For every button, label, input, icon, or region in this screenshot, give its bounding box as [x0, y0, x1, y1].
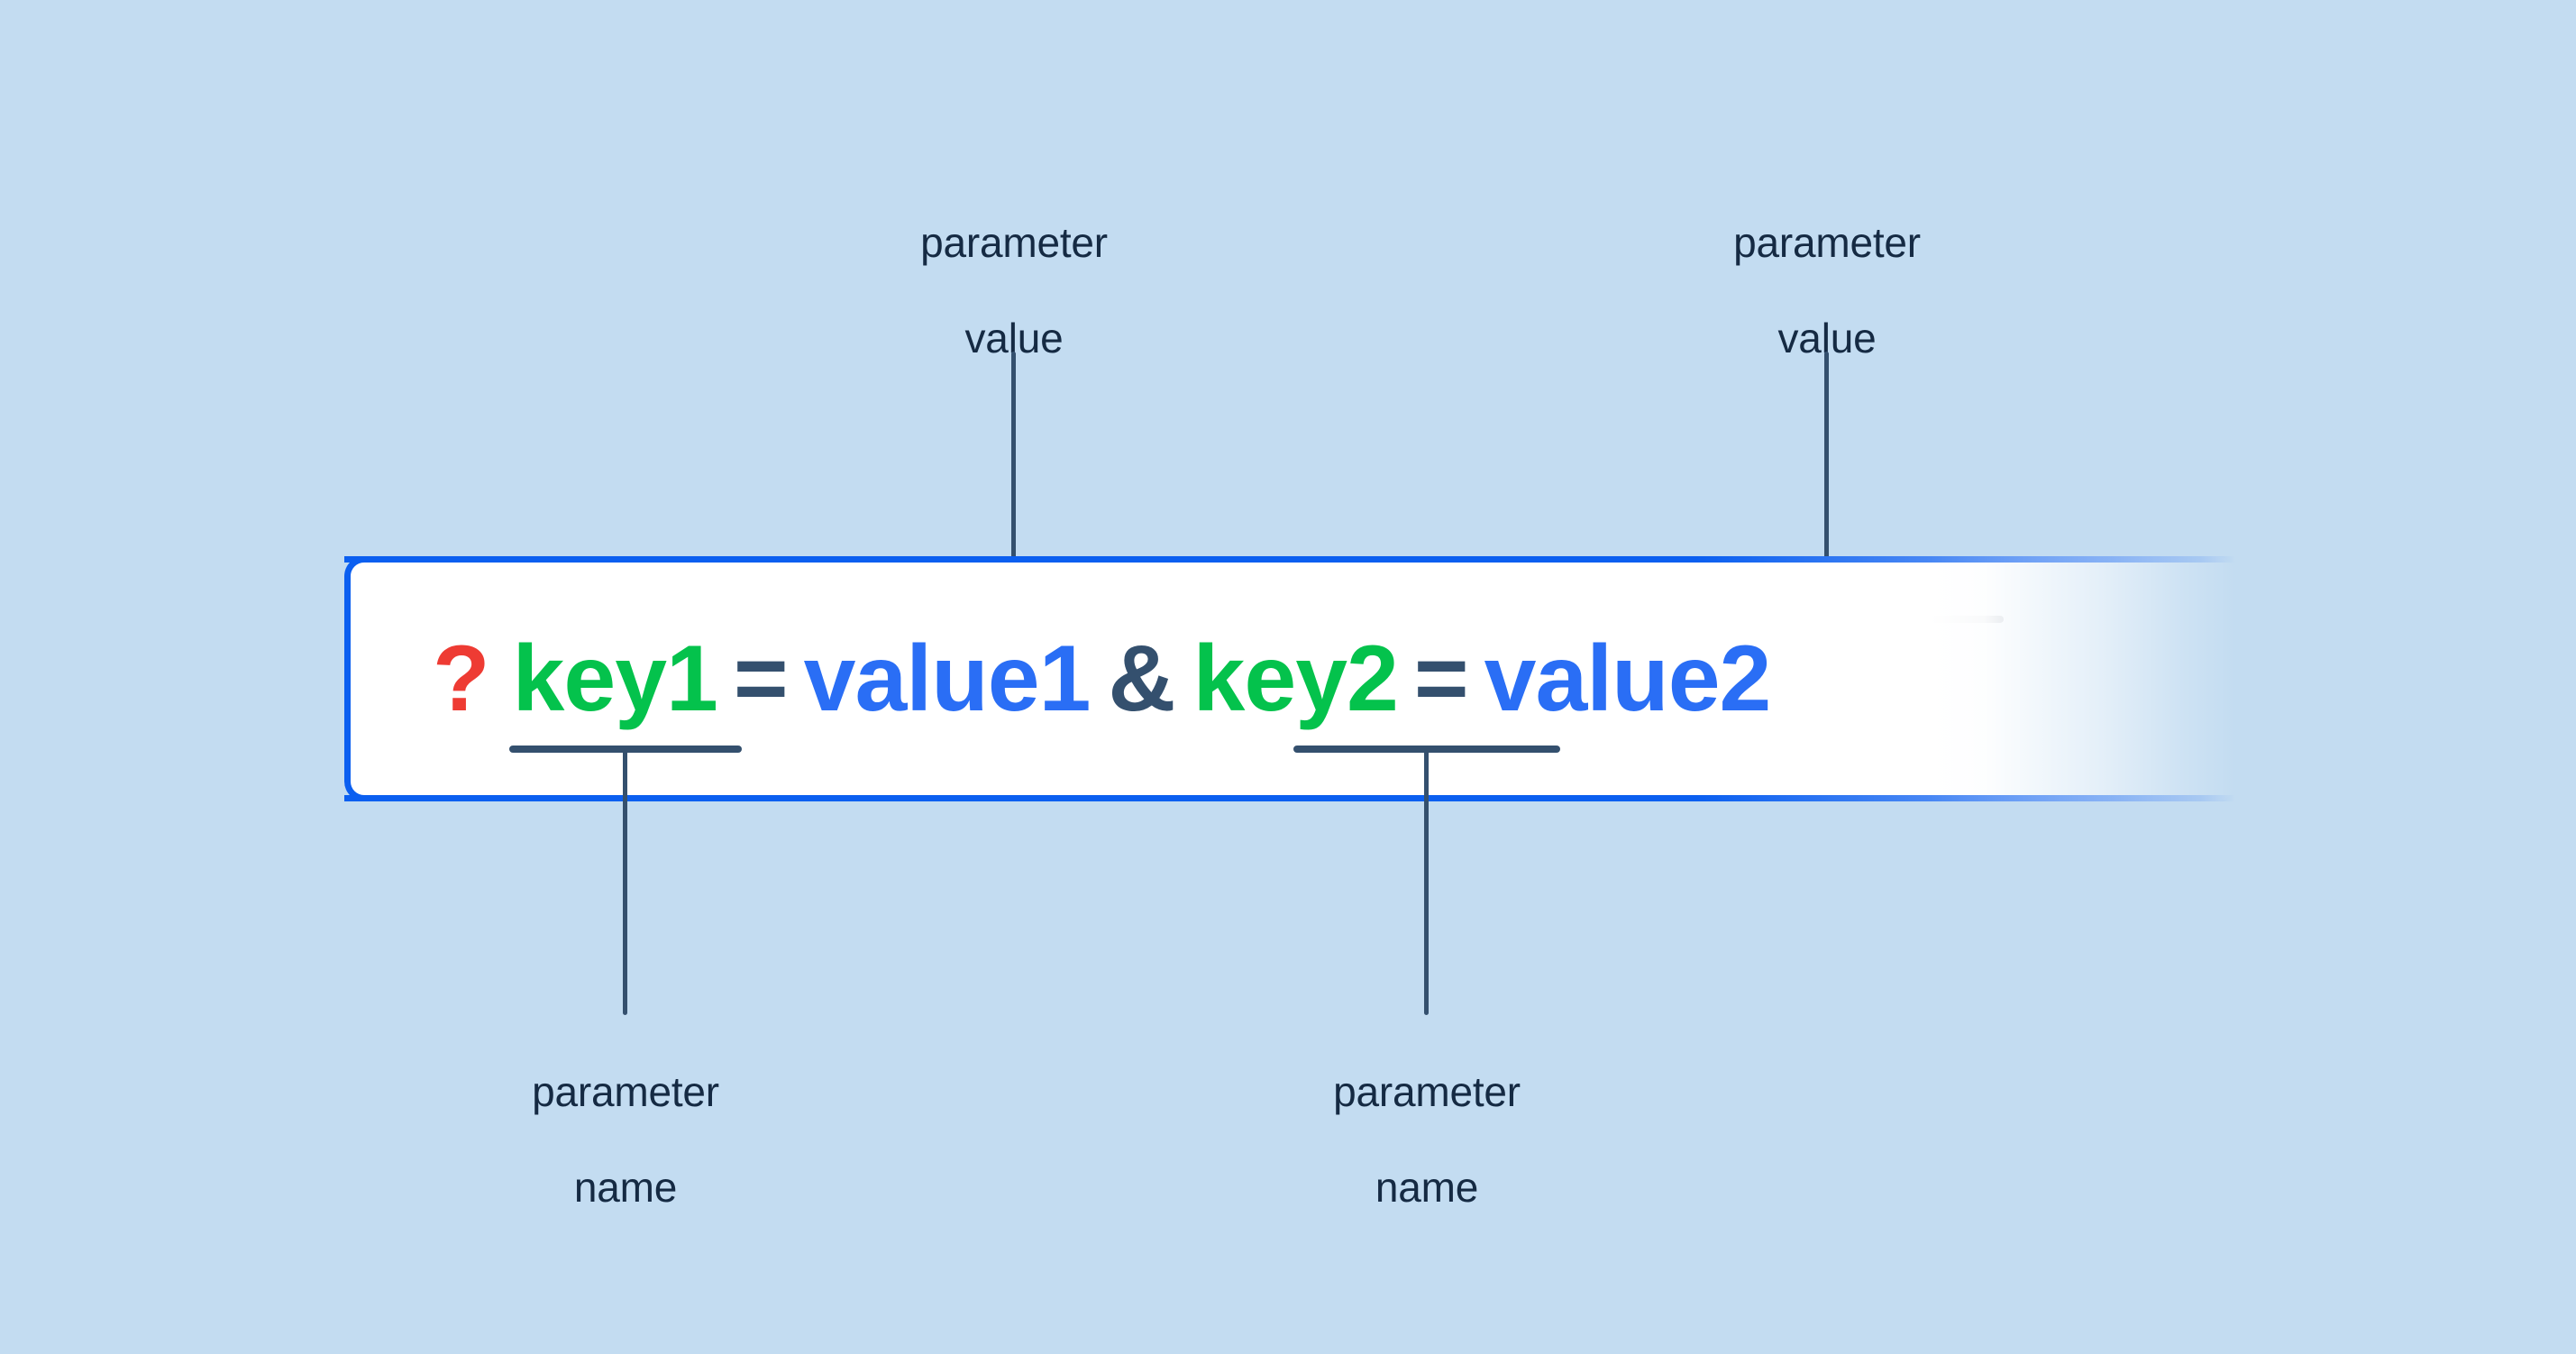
query-value-1: value1 [803, 627, 1092, 731]
query-equals-2: = [1413, 627, 1469, 731]
leader-line-value1 [1011, 352, 1016, 619]
address-bar-background [344, 556, 2235, 801]
annotation-line-1: parameter [1333, 1068, 1521, 1115]
annotation-line-1: parameter [532, 1068, 719, 1115]
address-bar-border-bottom [344, 795, 2235, 801]
annotation-line-2: name [1375, 1164, 1479, 1211]
leader-line-key1 [623, 749, 627, 1015]
leader-line-key2 [1424, 749, 1429, 1015]
query-ampersand: & [1108, 627, 1175, 731]
query-question-mark: ? [433, 627, 490, 731]
annotation-line-1: parameter [920, 219, 1108, 266]
annotation-label-parameter-value-2: parameter value [1733, 180, 1921, 400]
address-bar[interactable] [344, 556, 2235, 801]
address-bar-border-left [344, 556, 398, 801]
query-value-2: value2 [1484, 627, 1772, 731]
address-bar-border-top [344, 556, 2235, 563]
leader-line-value2 [1824, 352, 1829, 619]
annotation-label-parameter-name-1: parameter name [532, 1029, 719, 1249]
query-equals-1: = [733, 627, 789, 731]
query-string-text: ? key1 = value1 & key2 = value2 [433, 556, 1772, 801]
annotation-line-1: parameter [1733, 219, 1921, 266]
annotation-label-parameter-value-1: parameter value [920, 180, 1108, 400]
annotation-label-parameter-name-2: parameter name [1333, 1029, 1521, 1249]
query-key-1: key1 [512, 627, 718, 731]
query-key-2: key2 [1192, 627, 1399, 731]
annotation-line-2: name [573, 1164, 678, 1211]
